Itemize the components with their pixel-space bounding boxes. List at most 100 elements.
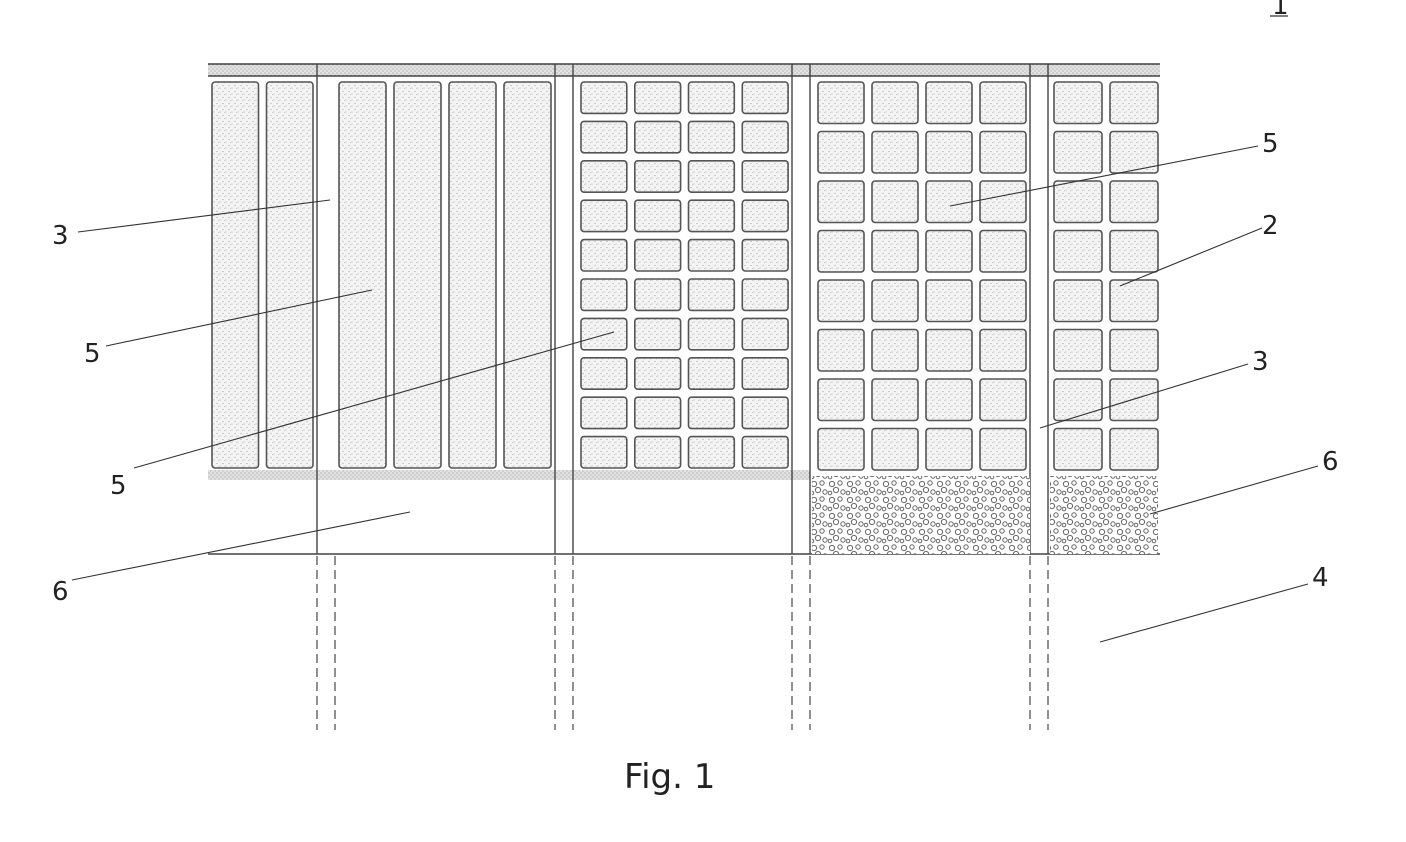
ref-label-5-left-upper: 5 <box>84 339 101 369</box>
ref-label-6-left: 6 <box>52 577 69 607</box>
grid-cell <box>980 231 1026 273</box>
grid-cell <box>872 132 918 174</box>
grid-cell <box>926 280 972 322</box>
grid-cell <box>1054 280 1102 322</box>
grid-cell <box>926 132 972 174</box>
grid-cell <box>742 397 788 428</box>
grid-cell <box>635 397 681 428</box>
grid-cell <box>980 379 1026 421</box>
grid-cell <box>1110 280 1158 322</box>
grid-cell <box>635 358 681 389</box>
grid-cell <box>926 330 972 372</box>
grid-cell <box>1110 181 1158 223</box>
grid-cell <box>742 161 788 192</box>
grid-cell <box>581 161 627 192</box>
grid-cell <box>689 437 735 468</box>
grid-cell <box>742 121 788 152</box>
figure-caption: Fig. 1 <box>624 757 715 797</box>
ref-label-6-right: 6 <box>1322 447 1339 477</box>
grid-cell <box>818 330 864 372</box>
grid-cell <box>635 279 681 310</box>
grid-cell <box>742 437 788 468</box>
grid-cell <box>818 379 864 421</box>
ref-label-5-right: 5 <box>1262 129 1279 159</box>
grid-cell <box>581 82 627 113</box>
grid-cell <box>1110 429 1158 471</box>
grid-cell <box>689 318 735 349</box>
grid-cell <box>689 121 735 152</box>
grid-cell <box>1054 82 1102 124</box>
grid-cell <box>980 181 1026 223</box>
ref-label-2-right: 2 <box>1262 211 1279 241</box>
grid-cell <box>1054 181 1102 223</box>
grid-cell <box>1054 429 1102 471</box>
grid-cell <box>1054 132 1102 174</box>
grid-cell <box>818 231 864 273</box>
grid-cell <box>926 82 972 124</box>
grid-cell <box>980 280 1026 322</box>
grid-cell <box>872 82 918 124</box>
grid-cell <box>1110 330 1158 372</box>
grid-cell <box>872 181 918 223</box>
mid-rail <box>208 470 810 480</box>
grid-cell <box>1110 231 1158 273</box>
grid-cell <box>635 200 681 231</box>
grid-cell <box>689 200 735 231</box>
grid-cell <box>689 397 735 428</box>
figure-number: 1 <box>1272 0 1289 21</box>
grid-cell <box>689 82 735 113</box>
grid-cell <box>689 161 735 192</box>
grid-cell <box>689 358 735 389</box>
grid-cell <box>872 330 918 372</box>
ref-label-5-left-lower: 5 <box>110 471 127 501</box>
grid-cell <box>1110 82 1158 124</box>
strip-cell <box>212 82 259 468</box>
grid-cell <box>872 379 918 421</box>
grid-cell <box>980 330 1026 372</box>
grid-cell <box>742 82 788 113</box>
grid-cell <box>581 397 627 428</box>
grid-cell <box>581 200 627 231</box>
strip-cell <box>267 82 314 468</box>
grid-cell <box>635 121 681 152</box>
panel-cells <box>212 82 1158 470</box>
grid-cell <box>818 280 864 322</box>
ref-label-4-right: 4 <box>1312 563 1329 593</box>
ref-label-3-right: 3 <box>1252 347 1269 377</box>
top-rail <box>208 64 1160 76</box>
grid-cell <box>872 429 918 471</box>
grid-cell <box>689 240 735 271</box>
grid-cell <box>872 231 918 273</box>
grid-cell <box>635 82 681 113</box>
grid-cell <box>635 161 681 192</box>
grid-cell <box>818 181 864 223</box>
grid-cell <box>581 318 627 349</box>
gravel-base-panel-4 <box>812 476 1030 554</box>
grid-cell <box>635 318 681 349</box>
grid-cell <box>689 279 735 310</box>
gravel-base-panel-5 <box>1050 476 1158 554</box>
grid-cell <box>635 240 681 271</box>
grid-cell <box>581 279 627 310</box>
grid-cell <box>980 132 1026 174</box>
grid-cell <box>872 280 918 322</box>
grid-cell <box>926 231 972 273</box>
grid-cell <box>742 200 788 231</box>
grid-cell <box>1054 231 1102 273</box>
ref-label-3-left: 3 <box>52 221 69 251</box>
grid-cell <box>742 318 788 349</box>
grid-cell <box>980 82 1026 124</box>
grid-cell <box>980 429 1026 471</box>
grid-cell <box>581 121 627 152</box>
grid-cell <box>581 240 627 271</box>
strip-cell <box>339 82 386 468</box>
grid-cell <box>581 358 627 389</box>
grid-cell <box>635 437 681 468</box>
grid-cell <box>742 358 788 389</box>
strip-cell <box>504 82 551 468</box>
grid-cell <box>742 279 788 310</box>
grid-cell <box>1054 330 1102 372</box>
grid-cell <box>818 82 864 124</box>
grid-cell <box>818 132 864 174</box>
grid-cell <box>1110 379 1158 421</box>
